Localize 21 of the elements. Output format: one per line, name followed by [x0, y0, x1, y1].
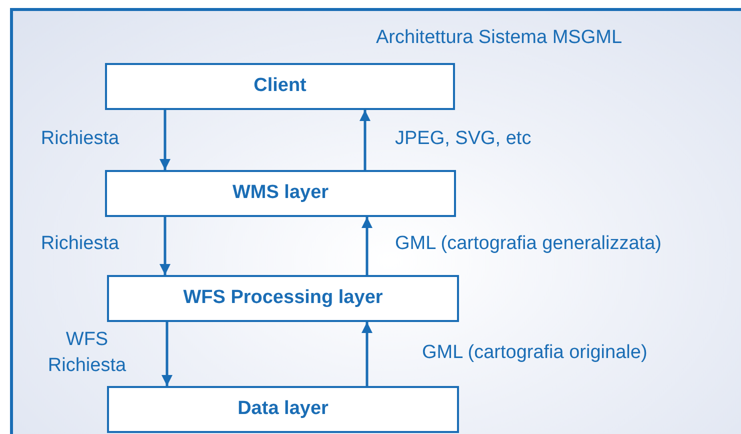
arrow [362, 322, 372, 386]
arrow [360, 110, 370, 170]
edge-label: JPEG, SVG, etc [395, 127, 532, 151]
layer-box [105, 63, 455, 110]
edge-label: GML (cartografia originale) [422, 341, 648, 365]
layer-box [107, 275, 459, 322]
layer-box [105, 170, 456, 217]
diagram-title: Architettura Sistema MSGML [376, 26, 622, 50]
arrow [162, 322, 172, 386]
layer-name: Client [254, 74, 306, 98]
edge-label: GML (cartografia generalizzata) [395, 232, 662, 256]
layer-name: WMS layer [232, 181, 329, 206]
edge-label: Richiesta [40, 127, 120, 151]
layer-name: Data layer [238, 397, 328, 422]
arrow [362, 217, 372, 275]
layer-name: WFS Processing layer [183, 286, 383, 310]
edge-label: Richiesta [40, 232, 120, 256]
arrow [160, 217, 170, 275]
layer-box [107, 386, 459, 433]
arrow [160, 110, 170, 170]
edge-label: WFS Richiesta [46, 328, 128, 378]
